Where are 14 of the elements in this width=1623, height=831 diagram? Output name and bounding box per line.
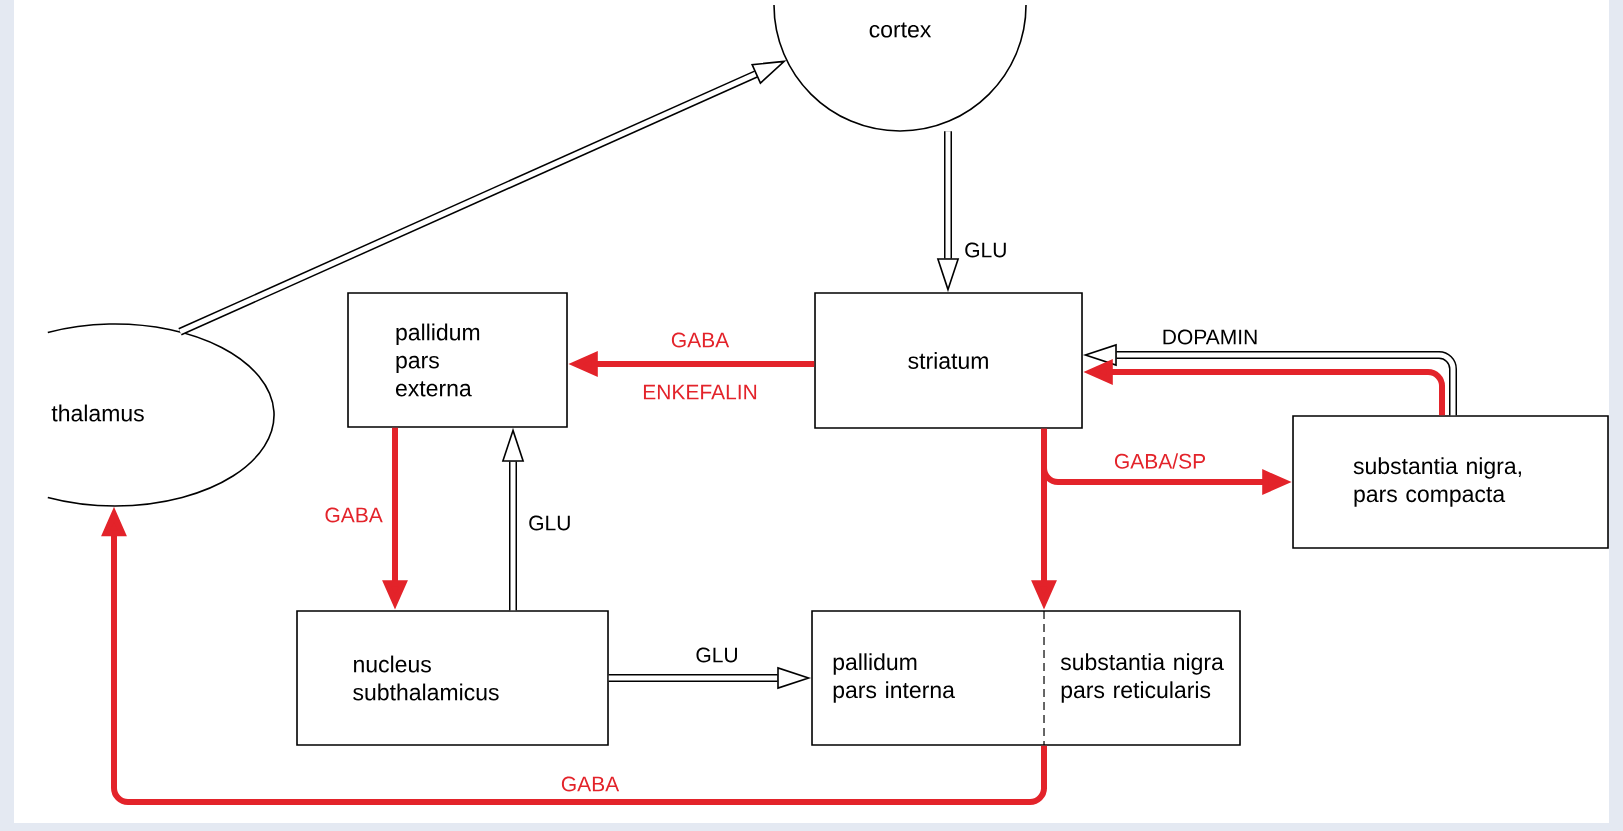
region-box: pallidum pars externa: [347, 292, 568, 428]
edge-label: GABA: [561, 776, 620, 792]
edge-label: GABA/SP: [1114, 453, 1205, 469]
edge-label: DOPAMIN: [1163, 329, 1257, 345]
edge-label: GLU: [529, 515, 570, 531]
edge-label: GABA: [671, 332, 730, 348]
divided-region-box: pallidum pars interna substantia nigra pars reticularis: [811, 610, 1241, 746]
edge-label: GLU: [696, 647, 737, 663]
region-box: substantia nigra, pars compacta: [1292, 415, 1609, 549]
edge-label: GLU: [965, 242, 1006, 258]
region-box: striatum: [814, 292, 1083, 429]
region-box: nucleus subthalamicus: [296, 610, 609, 746]
edge-label: GABA: [325, 507, 383, 523]
transmitter-label: ENKEFALIN: [643, 384, 757, 400]
